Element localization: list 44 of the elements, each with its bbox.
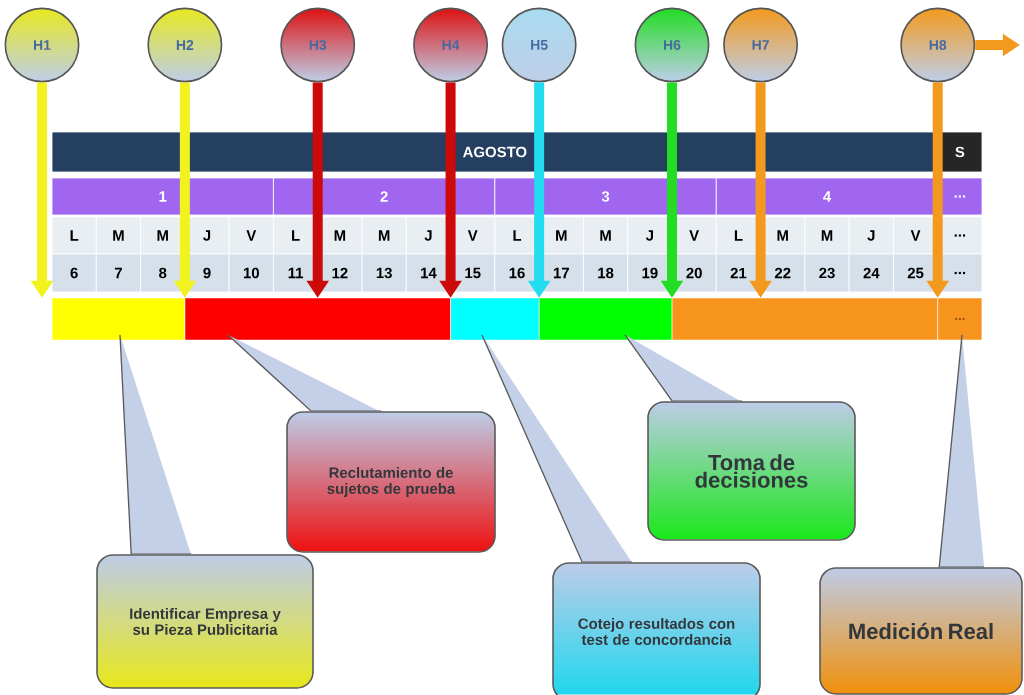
callout-pointer bbox=[624, 334, 743, 402]
callout-box: Medición Real bbox=[819, 567, 1023, 695]
day-cell: V bbox=[893, 216, 939, 255]
timeline-bar bbox=[52, 298, 185, 340]
week-cell: 1 bbox=[51, 177, 274, 216]
day-cell: L bbox=[51, 216, 97, 255]
callout-pointer bbox=[227, 334, 382, 412]
date-cell: 25 bbox=[893, 253, 939, 293]
day-cell: V bbox=[228, 216, 274, 255]
timeline-bar bbox=[185, 298, 451, 340]
timeline-bar bbox=[451, 298, 539, 340]
week-cell: 2 bbox=[273, 177, 496, 216]
day-cell: L bbox=[273, 216, 319, 255]
node-label: ... bbox=[955, 318, 965, 320]
date-cell: 11 bbox=[273, 253, 319, 293]
week-cell: 3 bbox=[494, 177, 717, 216]
day-cell: M bbox=[361, 216, 407, 255]
month-header: AGOSTO bbox=[51, 131, 939, 173]
callout-box: Cotejo resultados con test de concordancia bbox=[552, 562, 761, 695]
callout-pointer bbox=[119, 334, 192, 555]
date-cell: 8 bbox=[140, 253, 186, 293]
date-cell: 23 bbox=[804, 253, 850, 293]
date-cell: 7 bbox=[95, 253, 141, 293]
date-cell: 10 bbox=[228, 253, 274, 293]
date-cell: 21 bbox=[715, 253, 761, 293]
timeline-bar: ... bbox=[938, 298, 982, 340]
day-cell: J bbox=[405, 216, 451, 255]
date-cell: 18 bbox=[583, 253, 629, 293]
day-cell: L bbox=[715, 216, 761, 255]
callout-box: Toma de decisiones bbox=[647, 401, 856, 541]
date-cell: 14 bbox=[405, 253, 451, 293]
date-cell: 13 bbox=[361, 253, 407, 293]
date-cell: 6 bbox=[51, 253, 97, 293]
day-cell: M bbox=[95, 216, 141, 255]
day-cell: M bbox=[583, 216, 629, 255]
callout-box: Identificar Empresa y su Pieza Publicitaria bbox=[96, 554, 314, 689]
callout-pointer bbox=[481, 334, 633, 563]
day-cell: J bbox=[848, 216, 894, 255]
date-cell: 24 bbox=[848, 253, 894, 293]
day-cell: M bbox=[140, 216, 186, 255]
day-cell: M bbox=[804, 216, 850, 255]
callout-box: Reclutamiento de sujetos de prueba bbox=[286, 411, 496, 553]
callout-pointer bbox=[938, 334, 985, 568]
timeline-bar bbox=[539, 298, 672, 340]
